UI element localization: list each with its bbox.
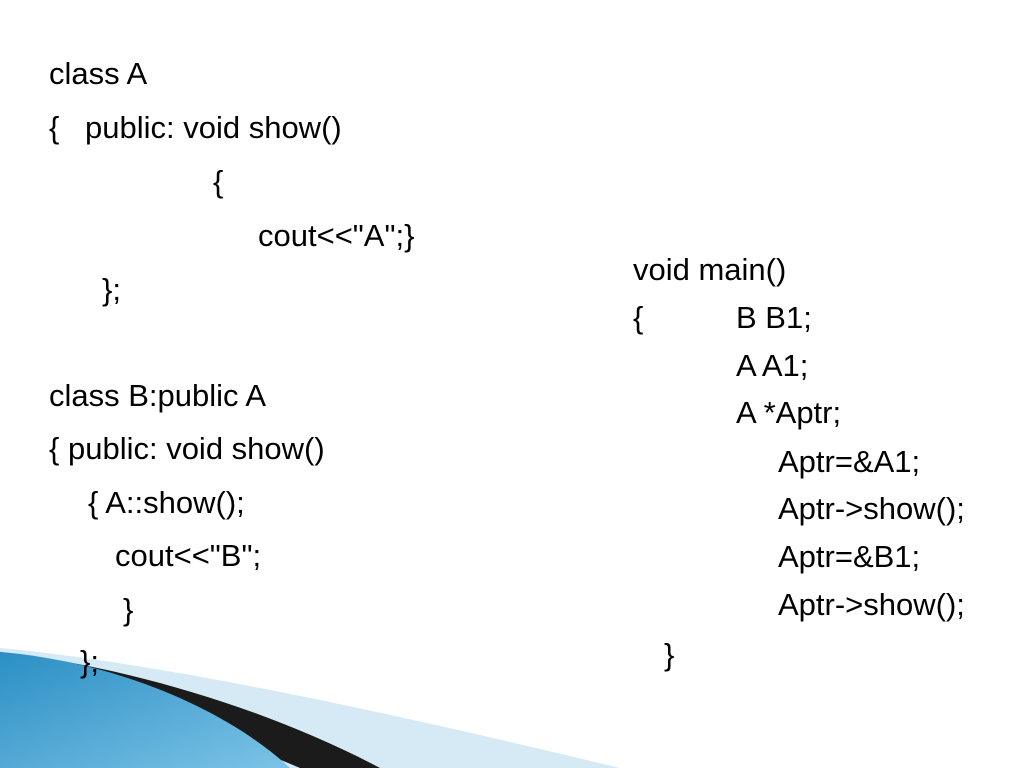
left-code-line-2-text: public: void show() [85,110,342,145]
left-code-line-4: cout<<"A";} [258,218,415,253]
right-code-line-3: A A1; [736,348,809,383]
left-code-line-1: class A [49,56,148,91]
right-code-line-2-text: B B1; [736,300,812,335]
left-code-line-5: }; [102,272,121,307]
left-code-line-9: cout<<"B"; [115,538,262,573]
right-code-line-9: } [664,637,675,672]
right-code-line-1: void main() [633,252,787,287]
right-code-line-8: Aptr->show(); [778,587,965,622]
left-code-line-6: class B:public A [49,378,267,413]
left-code-line-11: }; [80,644,99,679]
right-code-line-7: Aptr=&B1; [778,539,921,574]
left-code-line-7: { public: void show() [49,431,325,466]
right-code-line-4: A *Aptr; [736,395,842,430]
left-code-line-10: } [123,592,134,627]
right-code-line-5: Aptr=&A1; [778,444,921,479]
right-code-line-2-brace: { [633,300,644,335]
left-code-line-8: { A::show(); [88,485,245,520]
left-code-line-3: { [213,164,224,199]
left-code-line-2-brace: { [49,110,60,145]
right-code-line-6: Aptr->show(); [778,491,965,526]
